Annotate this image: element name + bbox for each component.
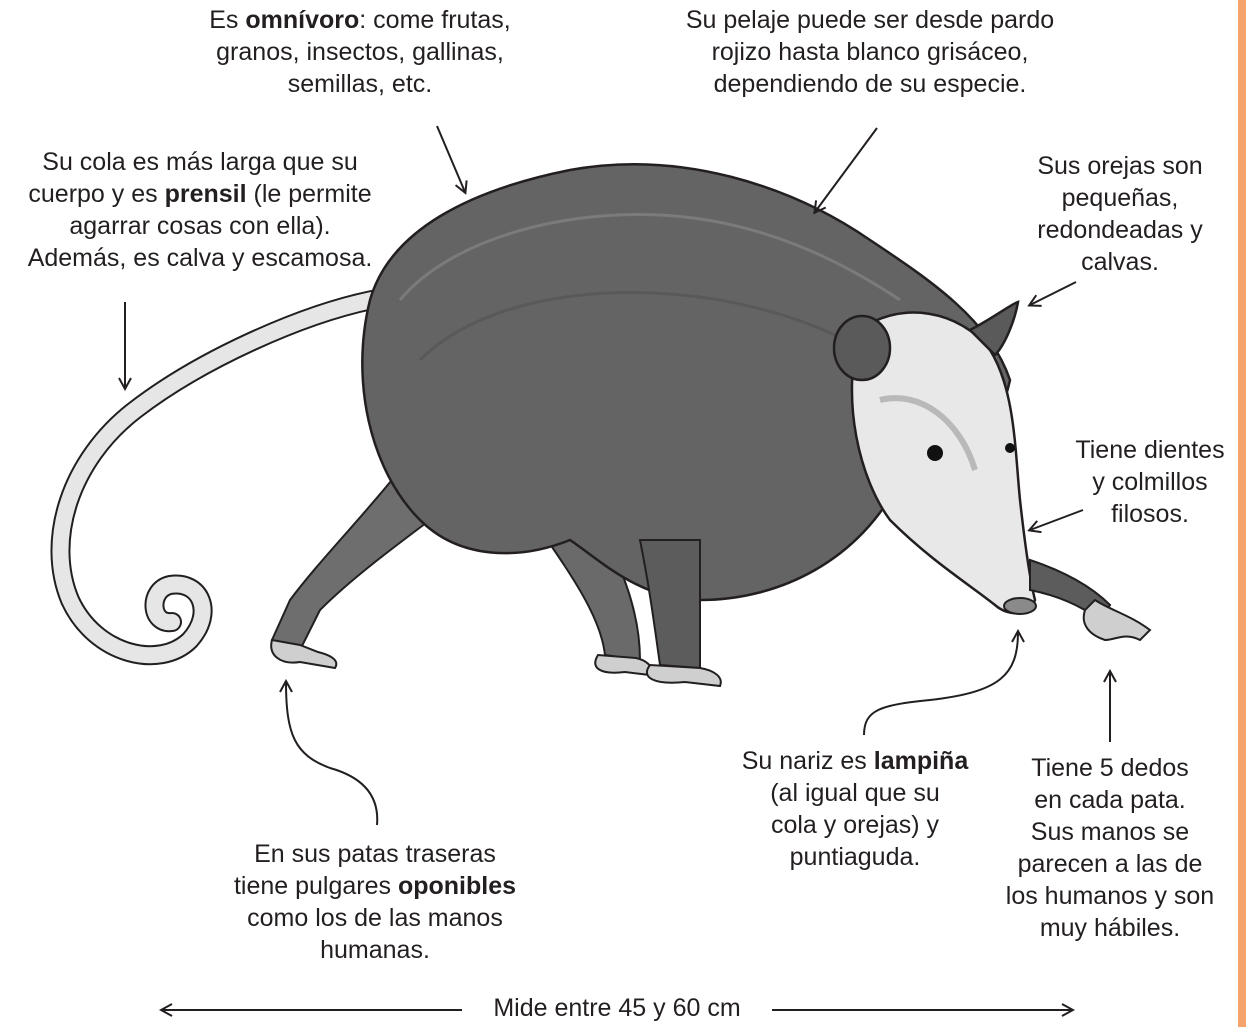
label-fingers: Tiene 5 dedos en cada pata. Sus manos se… [1005, 754, 1215, 942]
arrow-diet [436, 125, 465, 192]
arrow-nose [863, 632, 1018, 736]
arrow-teeth [1030, 509, 1084, 530]
arrow-ears [1030, 281, 1077, 305]
label-size: Mide entre 45 y 60 cm [493, 994, 741, 1022]
label-thumbs: En sus patas traseras tiene pulgares opo… [233, 840, 517, 964]
opossum-ear-right [967, 300, 1020, 357]
front-leg [638, 539, 702, 670]
opossum-eye [927, 445, 943, 461]
side-accent-stripe [1238, 0, 1246, 1027]
opossum-ear-left [832, 314, 892, 382]
label-ears: Sus orejas son pequeñas, redondeadas y c… [1037, 152, 1203, 276]
label-diet: Es omnívoro: come frutas, granos, insect… [209, 6, 511, 98]
label-tail: Su cola es más larga que su cuerpo y es … [27, 148, 373, 272]
arrow-thumbs [286, 682, 379, 826]
arrow-fur [815, 127, 878, 212]
opossum-nose [1003, 597, 1037, 615]
hind-foot-back [270, 638, 338, 670]
label-fur: Su pelaje puede ser desde pardo rojizo h… [685, 6, 1055, 98]
label-teeth: Tiene dientes y colmillos filosos. [1075, 436, 1225, 528]
label-nose: Su nariz es lampiña (al igual que su col… [741, 747, 969, 871]
front-hand [1082, 598, 1152, 642]
